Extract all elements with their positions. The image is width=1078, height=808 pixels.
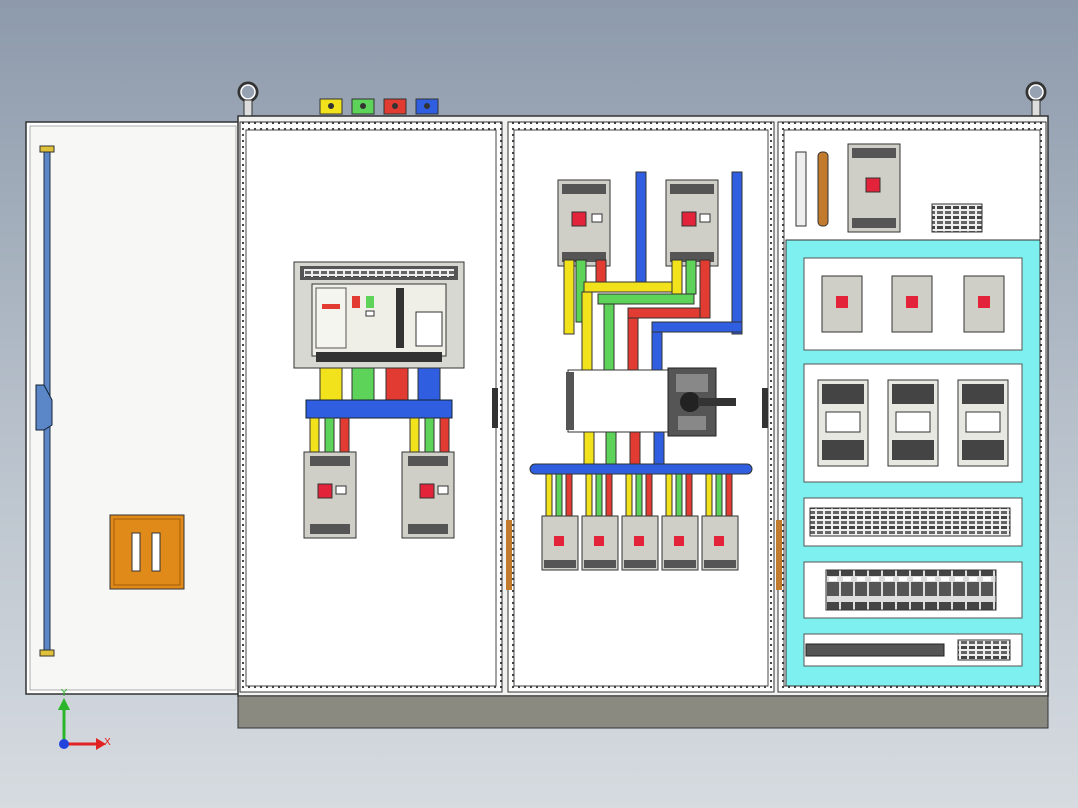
contactor-1 bbox=[817, 379, 869, 467]
terminal-strip bbox=[795, 151, 807, 227]
branch-breaker-1 bbox=[541, 515, 579, 571]
branch-breaker-3 bbox=[621, 515, 659, 571]
small-terminal-block bbox=[931, 203, 983, 233]
lifting-eye-right bbox=[1025, 81, 1047, 117]
branch-breaker-5 bbox=[701, 515, 739, 571]
branch-breakers bbox=[541, 473, 739, 571]
branch-breaker-2 bbox=[581, 515, 619, 571]
door-handle bbox=[35, 384, 53, 431]
contactors bbox=[817, 379, 1009, 467]
contactor-2 bbox=[887, 379, 939, 467]
open-door bbox=[25, 121, 241, 695]
transfer-switch bbox=[566, 367, 736, 437]
control-main-breaker bbox=[847, 143, 901, 233]
contactor-3 bbox=[957, 379, 1009, 467]
bottom-terminal-block bbox=[957, 639, 1011, 661]
axis-triad: Y X bbox=[58, 688, 111, 750]
terminal-row bbox=[809, 507, 1011, 537]
relay-row bbox=[825, 569, 997, 611]
incoming-section bbox=[293, 261, 465, 539]
axis-x-label: X bbox=[104, 737, 111, 748]
control-breakers bbox=[821, 275, 1005, 333]
door-lock bbox=[109, 514, 185, 590]
distribution-busbars bbox=[563, 171, 743, 371]
main-air-circuit-breaker bbox=[293, 261, 465, 369]
control-breaker-3 bbox=[963, 275, 1005, 333]
control-breaker-1 bbox=[821, 275, 863, 333]
branch-breaker-4 bbox=[661, 515, 699, 571]
outgoing-breaker-2 bbox=[401, 451, 455, 539]
outgoing-breaker-1 bbox=[303, 451, 357, 539]
feeder-breaker-top-1 bbox=[557, 179, 611, 267]
bus-markers bbox=[319, 98, 439, 115]
plinth bbox=[237, 695, 1049, 729]
axis-y-label: Y bbox=[60, 688, 68, 699]
control-breaker-2 bbox=[891, 275, 933, 333]
distribution-section bbox=[529, 171, 753, 571]
neutral-bar bbox=[817, 151, 829, 227]
feeder-breaker-top-2 bbox=[665, 179, 719, 267]
lifting-eye-left bbox=[237, 81, 259, 117]
control-section bbox=[785, 143, 1041, 687]
bottom-terminal-strip bbox=[805, 643, 945, 657]
